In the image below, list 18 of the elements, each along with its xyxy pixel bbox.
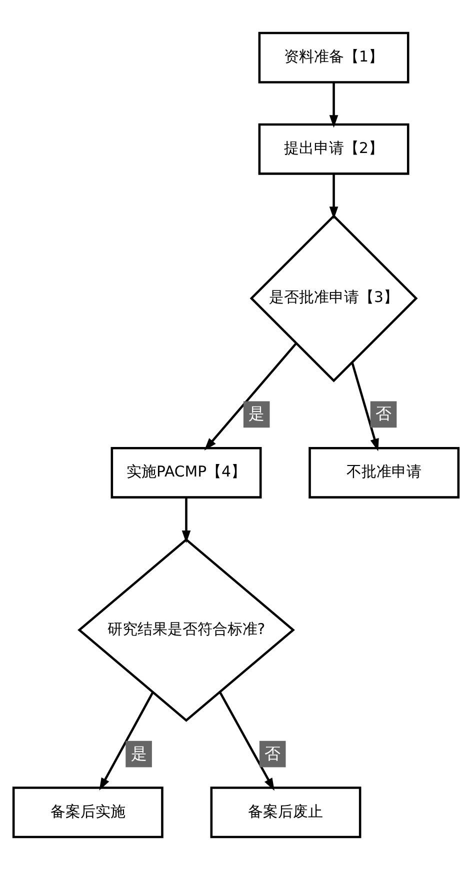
arrow bbox=[218, 691, 274, 790]
node-box: 备案后废止 bbox=[210, 786, 361, 838]
edge-label: 是 bbox=[248, 404, 264, 423]
arrow bbox=[328, 82, 338, 128]
arrow bbox=[328, 173, 338, 219]
node-box: 实施PACMP【4】 bbox=[110, 446, 262, 498]
node-diamond: 是否批准申请【3】 bbox=[249, 214, 418, 382]
edge-label: 否 bbox=[375, 404, 392, 423]
edge-label: 否 bbox=[264, 743, 280, 762]
arrow bbox=[181, 496, 190, 543]
arrow bbox=[204, 342, 297, 450]
node-box: 提出申请【2】 bbox=[258, 122, 409, 174]
node-box: 资料准备【1】 bbox=[258, 31, 409, 83]
edge-label: 是 bbox=[130, 743, 146, 762]
node-diamond: 研究结果是否符合标准? bbox=[77, 538, 294, 722]
node-box: 备案后实施 bbox=[12, 786, 163, 838]
arrow bbox=[350, 362, 378, 451]
node-box: 不批准申请 bbox=[308, 446, 460, 498]
